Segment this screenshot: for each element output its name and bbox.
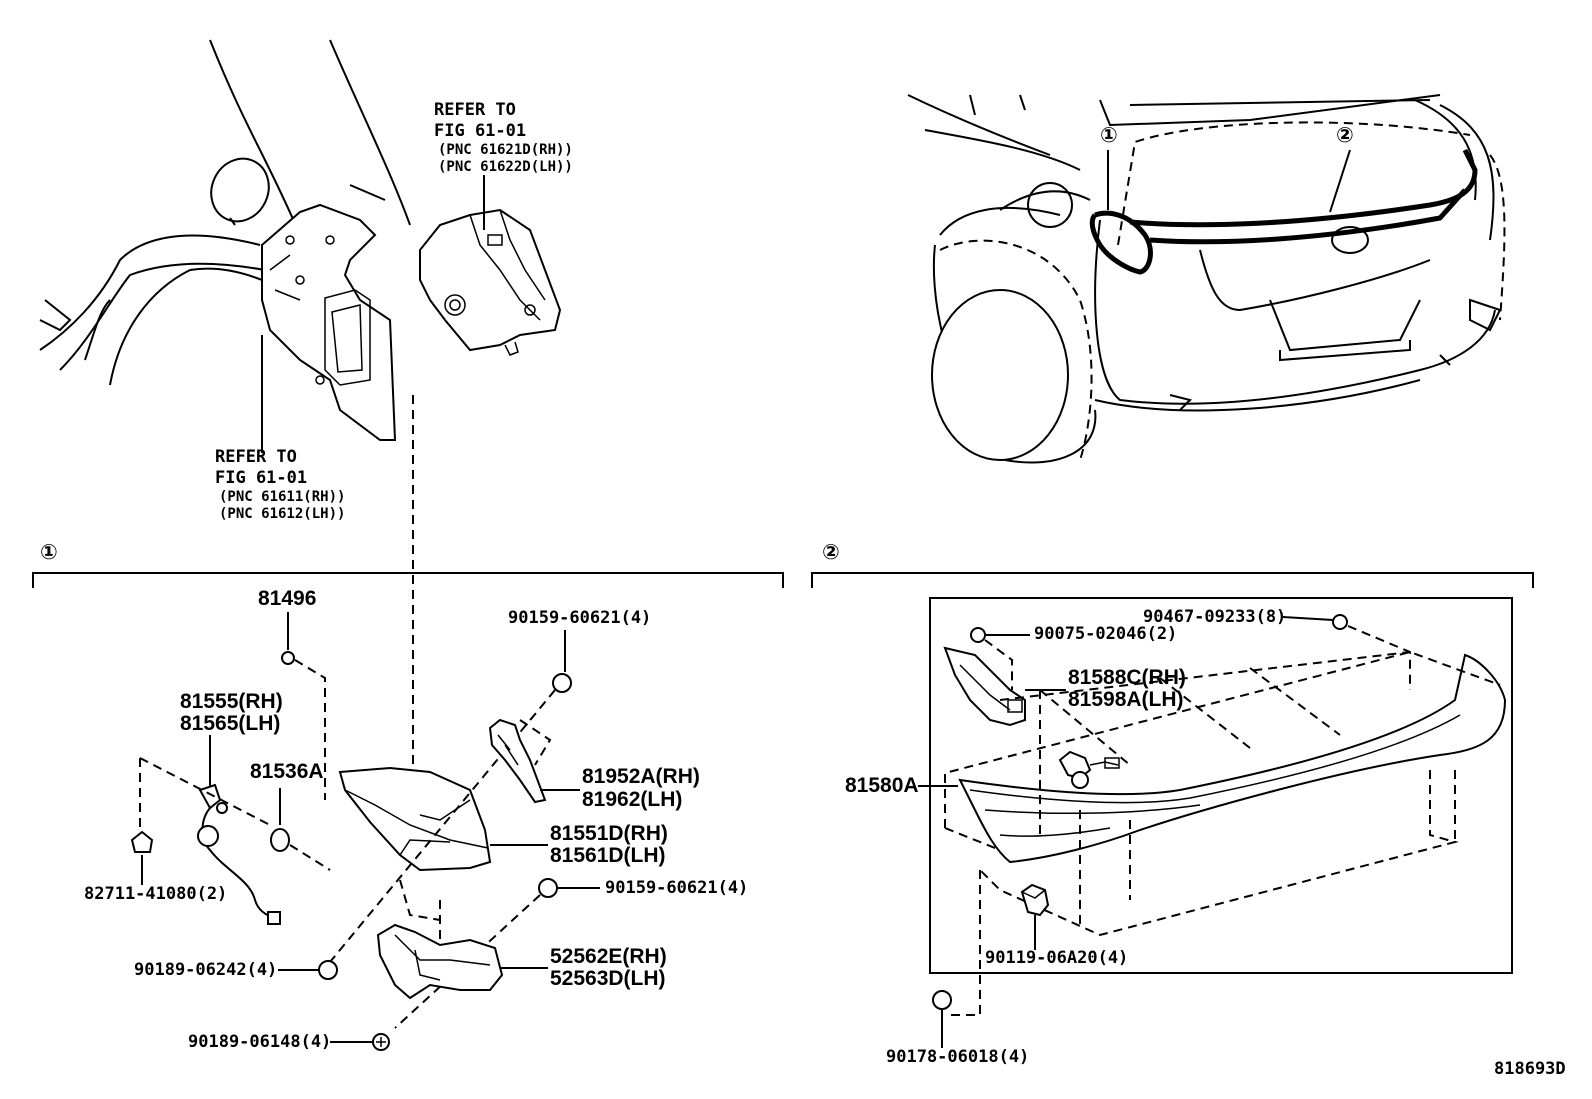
label-81496: 81496 [258, 587, 316, 610]
ref-upper-line3: (PNC 61621D(RH)) [438, 142, 573, 158]
part-90467-clip [1332, 614, 1348, 630]
part-81555-socket-wire [197, 783, 281, 925]
ref-lower-line3: (PNC 61611(RH)) [219, 489, 345, 505]
label-81588c-rh: 81588C(RH) [1068, 666, 1186, 689]
ref-upper-line2: FIG 61-01 [434, 121, 526, 141]
label-90119: 90119-06A20(4) [985, 948, 1128, 968]
part-81496-clip [281, 651, 295, 665]
section-1-marker: ① [40, 541, 58, 564]
label-90075: 90075-02046(2) [1034, 624, 1177, 644]
section-1-tail-lamp-assembly: ① 81496 81555(RH) 81565(LH) 81536A 82711… [32, 541, 784, 1052]
tail-lamp-bracket-illustration [419, 208, 562, 356]
ref-upper-line1: REFER TO [434, 100, 516, 120]
part-90119-clip [1020, 883, 1050, 917]
label-81536a: 81536A [250, 760, 324, 783]
section-2-back-door-garnish: ② 90467-09233(8) 90075-02046(2) 81588C(R… [811, 541, 1534, 1067]
part-90189-nut [318, 960, 338, 980]
label-82711: 82711-41080(2) [84, 884, 227, 904]
reference-note-lower: REFER TO FIG 61-01 (PNC 61611(RH)) (PNC … [215, 335, 345, 522]
label-81555-rh: 81555(RH) [180, 690, 283, 713]
marker-2-upper: ② [1336, 124, 1354, 147]
part-90178-clip [932, 990, 952, 1010]
marker-1-upper: ① [1100, 124, 1118, 147]
figure-id: 818693D [1494, 1059, 1566, 1079]
part-90159-bolt-upper [552, 673, 572, 693]
label-52563d-lh: 52563D(LH) [550, 967, 666, 990]
ref-lower-line2: FIG 61-01 [215, 468, 307, 488]
label-90159-lower: 90159-60621(4) [605, 878, 748, 898]
part-52562e-lower-bracket [376, 923, 504, 1000]
part-81588c-garnish-end [943, 646, 1026, 727]
rear-quarter-body-illustration [39, 39, 411, 441]
label-81565-lh: 81565(LH) [180, 712, 280, 735]
label-81952a-rh: 81952A(RH) [582, 765, 700, 788]
ref-lower-line1: REFER TO [215, 447, 297, 467]
label-81551d-rh: 81551D(RH) [550, 822, 668, 845]
ref-lower-line4: (PNC 61612(LH)) [219, 506, 345, 522]
label-52562e-rh: 52562E(RH) [550, 945, 667, 968]
label-81561d-lh: 81561D(LH) [550, 844, 666, 867]
label-81580a: 81580A [845, 774, 919, 797]
label-90189-06242: 90189-06242(4) [134, 960, 277, 980]
part-81536a-grommet [270, 828, 290, 852]
part-82711-clip [130, 830, 154, 853]
part-90159-bolt-lower [538, 878, 558, 898]
part-81952a-bracket [488, 718, 547, 804]
reference-note-upper: REFER TO FIG 61-01 (PNC 61621D(RH)) (PNC… [434, 100, 573, 230]
part-81551d-tail-lamp [338, 766, 492, 872]
label-81598a-lh: 81598A(LH) [1068, 688, 1184, 711]
section-2-marker: ② [822, 541, 840, 564]
label-90189-06148: 90189-06148(4) [188, 1032, 331, 1052]
label-90467: 90467-09233(8) [1143, 607, 1286, 627]
ref-upper-line4: (PNC 61622D(LH)) [438, 159, 573, 175]
part-81580a-back-door-garnish [958, 653, 1507, 864]
label-90159-upper: 90159-60621(4) [508, 608, 651, 628]
rear-vehicle-illustration: ① ② [907, 94, 1506, 464]
part-90075-screw [970, 627, 986, 643]
label-90178: 90178-06018(4) [886, 1047, 1029, 1067]
label-81962-lh: 81962(LH) [582, 788, 682, 811]
